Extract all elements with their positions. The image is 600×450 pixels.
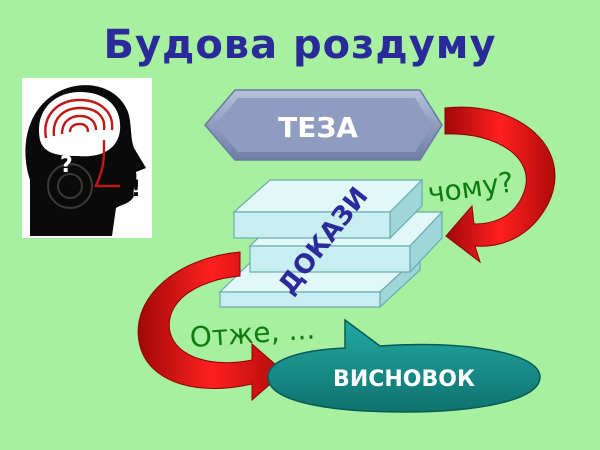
therefore-arrow [137,251,285,402]
thesis-shape: ТЕЗА [204,89,443,161]
conclusion-callout: ВИСНОВОК [267,318,541,413]
question-mark-icon: ? [60,153,73,178]
page-title: Будова роздуму [103,22,496,68]
proofs-stack [218,178,444,309]
conclusion-label: ВИСНОВОК [333,367,475,392]
therefore-label: Отже, ... [189,312,316,354]
why-arrow [444,106,556,264]
head-brain-icon: ? ! [22,78,152,238]
thesis-label: ТЕЗА [278,111,358,144]
why-label: чому? [426,165,516,210]
exclamation-mark-icon: ! [131,177,141,202]
